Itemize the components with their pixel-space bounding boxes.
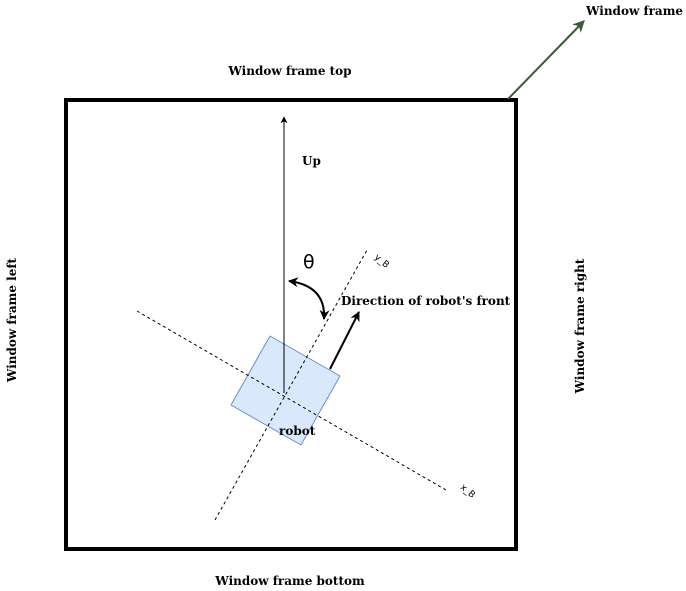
robot-label: robot bbox=[279, 424, 316, 438]
window-frame-top-label: Window frame top bbox=[227, 64, 351, 78]
robot-front-arrow bbox=[329, 311, 360, 370]
up-label: Up bbox=[302, 154, 321, 168]
theta-label: θ bbox=[303, 251, 315, 273]
window-frame-left-label: Window frame left bbox=[5, 257, 19, 383]
robot-body bbox=[230, 335, 341, 446]
robot-y-axis bbox=[214, 249, 368, 521]
window-frame-label: Window frame bbox=[585, 4, 683, 18]
robot-front-label: Direction of robot's front bbox=[341, 294, 511, 308]
robot-x-axis-label: x_B bbox=[458, 483, 477, 501]
theta-arc bbox=[288, 277, 330, 320]
window-frame-right-label: Window frame right bbox=[573, 258, 587, 394]
window-frame-rect bbox=[64, 98, 518, 551]
window-frame-arrow bbox=[507, 20, 585, 100]
window-frame-bottom-label: Window frame bottom bbox=[214, 574, 365, 588]
robot-y-axis-label: y_B bbox=[372, 253, 391, 271]
